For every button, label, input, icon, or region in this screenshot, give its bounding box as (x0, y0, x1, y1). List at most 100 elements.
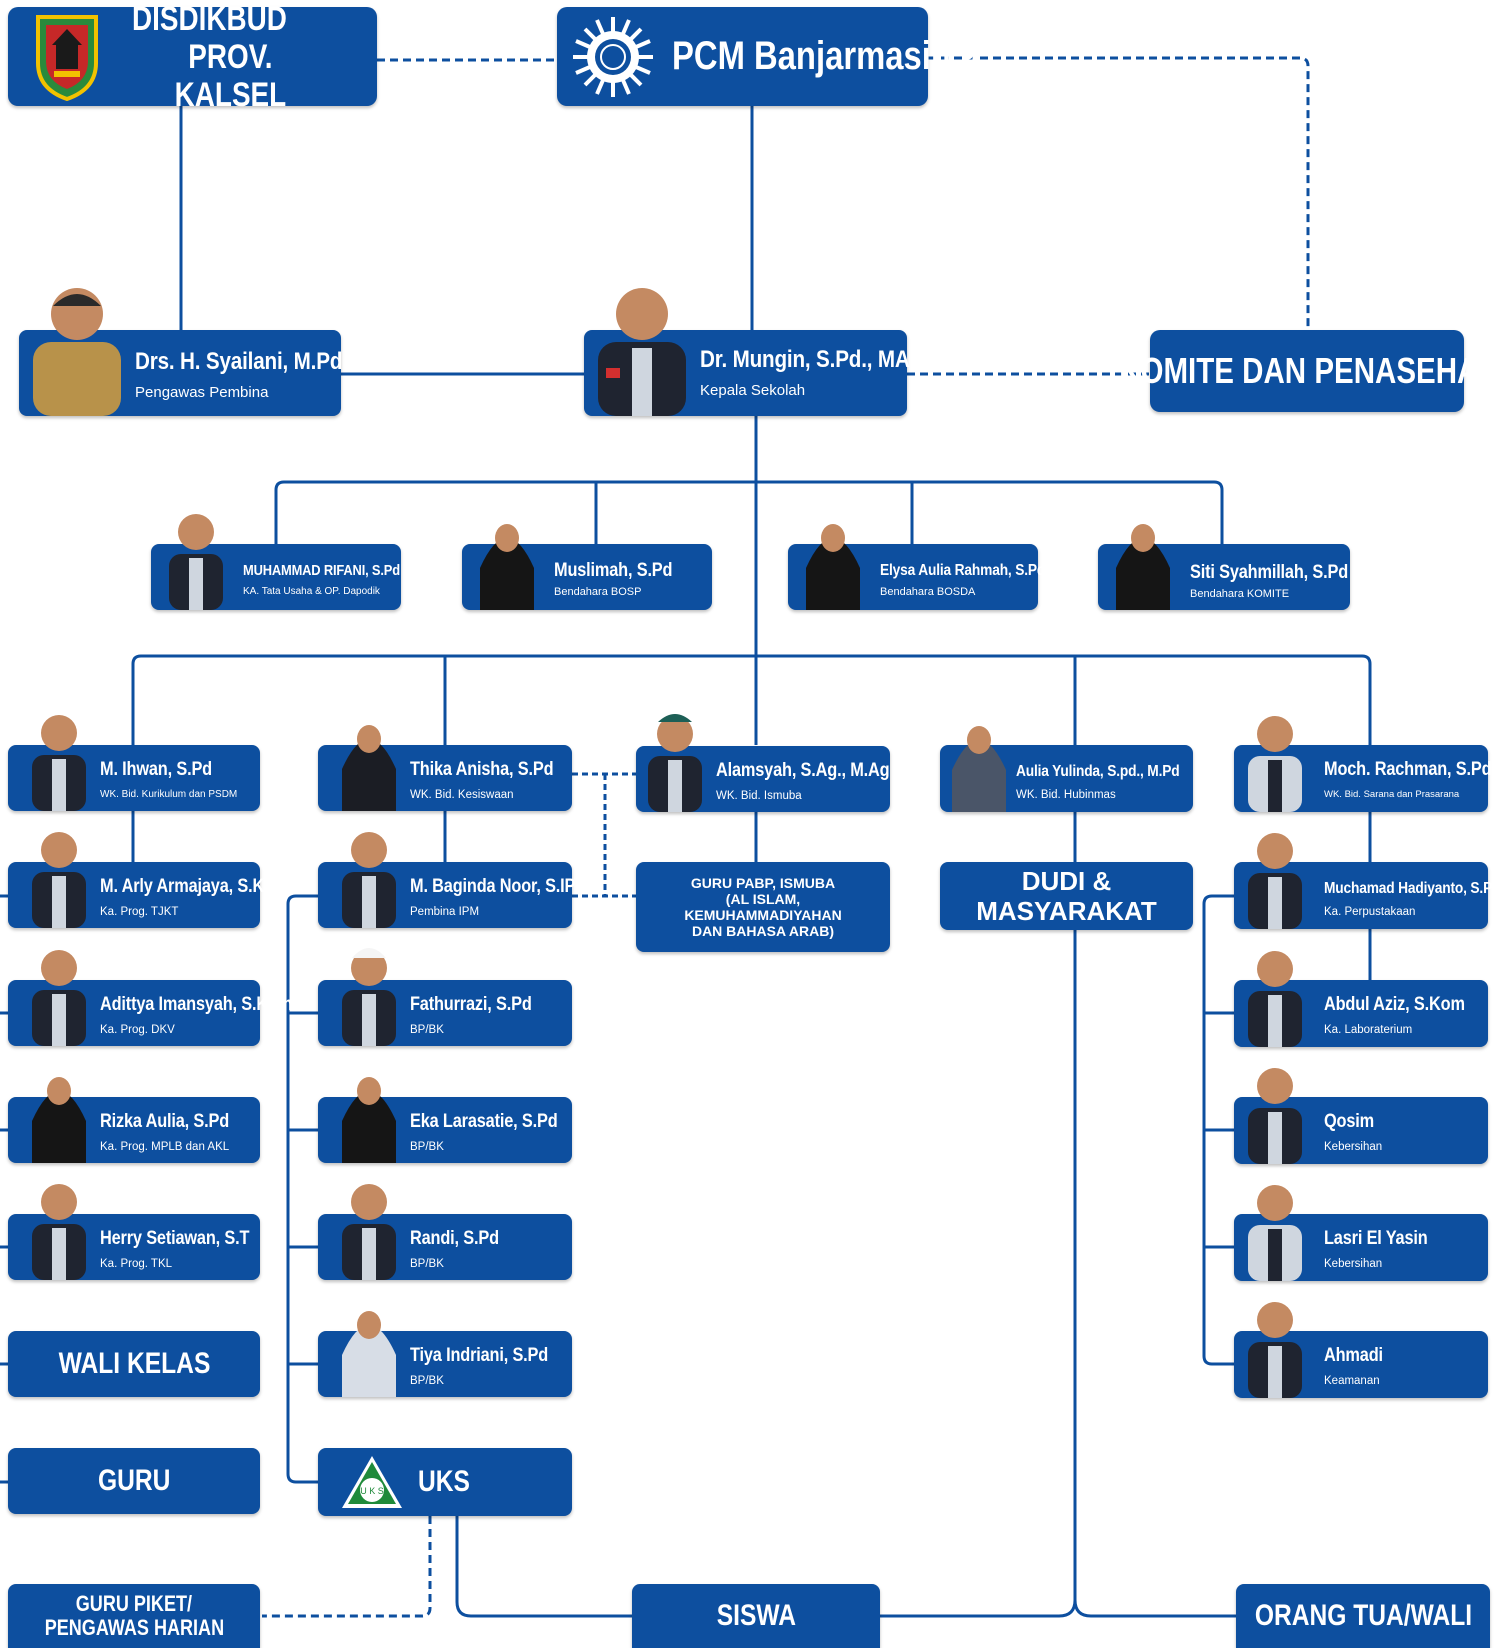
col1-card-arly: M. Arly Armajaya, S.Kom Ka. Prog. TJKT (8, 832, 289, 928)
staff-card-muslimah: Muslimah, S.Pd Bendahara BOSP (462, 524, 712, 610)
pengawas-name: Drs. H. Syailani, M.Pd (135, 348, 343, 375)
col5-card-lasri: Lasri El Yasin Kebersihan (1234, 1185, 1488, 1281)
guru-piket-box: GURU PIKET/ PENGAWAS HARIAN (8, 1584, 260, 1648)
col1-card-adittya: Adittya Imansyah, S.Kom Ka. Prog. DKV (8, 950, 292, 1046)
col2-role: BP/BK (410, 1258, 444, 1270)
col2-card-eka: Eka Larasatie, S.Pd BP/BK (318, 1077, 572, 1163)
uks-box: U K S UKS (318, 1448, 572, 1516)
col5-card-aziz: Abdul Aziz, S.Kom Ka. Laboraterium (1234, 951, 1488, 1047)
col5-role: Kebersihan (1324, 1141, 1383, 1153)
siti-photo-icon (1116, 524, 1170, 610)
pengawas-card: Drs. H. Syailani, M.Pd Pengawas Pembina (19, 288, 343, 416)
col2-card-tiya: Tiya Indriani, S.Pd BP/BK (318, 1311, 572, 1397)
person-photo-icon (32, 715, 86, 811)
staff-card-siti: Siti Syahmillah, S.Pd Bendahara KOMITE (1098, 524, 1350, 610)
col5-role: Ka. Laboraterium (1324, 1024, 1413, 1036)
guru-box: GURU (8, 1448, 260, 1514)
disdikbud-title: DISDIKBUD (132, 0, 287, 38)
col5-name: Abdul Aziz, S.Kom (1324, 994, 1465, 1015)
kalsel-emblem-icon (36, 15, 98, 101)
guru-piket-label: GURU PIKET/ (75, 1591, 193, 1616)
col1-name: Rizka Aulia, S.Pd (100, 1111, 230, 1132)
kepsek-photo-icon (598, 288, 686, 416)
person-photo-icon (342, 832, 396, 928)
col2-name: Eka Larasatie, S.Pd (410, 1111, 558, 1132)
pengawas-role: Pengawas Pembina (135, 384, 269, 401)
rifani-photo-icon (169, 514, 223, 610)
col5-name: Lasri El Yasin (1324, 1228, 1428, 1249)
col4-card-aulia: Aulia Yulinda, S.pd., M.Pd WK. Bid. Hubi… (940, 726, 1193, 812)
col4-role: WK. Bid. Hubinmas (1016, 789, 1116, 801)
col5-card-ahmadi: Ahmadi Keamanan (1234, 1302, 1488, 1398)
person-photo-icon (1248, 951, 1302, 1047)
uks-logo-letters: U K S (360, 1486, 384, 1496)
col1-card-rizka: Rizka Aulia, S.Pd Ka. Prog. MPLB dan AKL (8, 1077, 260, 1163)
col1-card-herry: Herry Setiawan, S.T Ka. Prog. TKL (8, 1184, 260, 1280)
col5-role: WK. Bid. Sarana dan Prasarana (1324, 789, 1460, 800)
col2-card-thika: Thika Anisha, S.Pd WK. Bid. Kesiswaan (318, 725, 572, 811)
staff-role: Bendahara KOMITE (1190, 588, 1290, 600)
guru-label: GURU (97, 1464, 171, 1497)
col2-name: Tiya Indriani, S.Pd (410, 1345, 549, 1366)
guru-pabp-line: DAN BAHASA ARAB) (691, 923, 835, 939)
col1-role: Ka. Prog. DKV (100, 1024, 175, 1036)
elysa-photo-icon (806, 524, 860, 610)
guru-pabp-line: GURU PABP, ISMUBA (690, 875, 836, 891)
komite-box: KOMITE DAN PENASEHAT (1119, 330, 1495, 412)
col1-name: M. Arly Armajaya, S.Kom (100, 876, 289, 897)
col5-card-qosim: Qosim Kebersihan (1234, 1068, 1488, 1164)
wali-kelas-box: WALI KELAS (8, 1331, 260, 1397)
staff-name: MUHAMMAD RIFANI, S.Pd (243, 562, 400, 579)
pcm-box: PCM Banjarmasin 9 (557, 7, 978, 106)
person-photo-icon (342, 1184, 396, 1280)
dudi-box: DUDI & MASYARAKAT (940, 862, 1193, 930)
person-photo-icon (342, 725, 396, 811)
dudi-label: DUDI & (1021, 866, 1112, 896)
col5-role: Ka. Perpustakaan (1324, 906, 1416, 918)
person-photo-icon (32, 1184, 86, 1280)
wali-kelas-label: WALI KELAS (58, 1347, 210, 1380)
pengawas-photo-icon (33, 288, 121, 416)
siswa-box: SISWA (632, 1584, 880, 1648)
pcm-title: PCM Banjarmasin 9 (672, 34, 979, 78)
person-photo-icon (1248, 1068, 1302, 1164)
orang-tua-label: ORANG TUA/WALI (1254, 1599, 1472, 1632)
person-photo-icon (342, 1311, 396, 1397)
person-photo-icon (1248, 833, 1302, 929)
person-photo-icon (1248, 716, 1302, 812)
col5-name: Moch. Rachman, S.Pd (1324, 759, 1492, 780)
col1-role: Ka. Prog. TKL (100, 1258, 173, 1270)
orang-tua-box: ORANG TUA/WALI (1236, 1584, 1490, 1648)
col1-role: WK. Bid. Kurikulum dan PSDM (100, 789, 238, 800)
muhammadiyah-sun-icon (573, 17, 653, 97)
col2-role: BP/BK (410, 1024, 444, 1036)
guru-pabp-line: KEMUHAMMADIYAHAN (684, 907, 842, 923)
person-photo-icon (1248, 1302, 1302, 1398)
disdikbud-box: DISDIKBUD PROV. KALSEL (8, 0, 377, 114)
staff-name: Elysa Aulia Rahmah, S.Pd (880, 562, 1046, 579)
muslimah-photo-icon (480, 524, 534, 610)
col1-card-ihwan: M. Ihwan, S.Pd WK. Bid. Kurikulum dan PS… (8, 715, 260, 811)
staff-role: KA. Tata Usaha & OP. Dapodik (243, 586, 380, 597)
person-photo-icon (1248, 1185, 1302, 1281)
staff-role: Bendahara BOSP (554, 586, 642, 598)
komite-title: KOMITE DAN PENASEHAT (1119, 350, 1495, 391)
person-photo-icon (952, 726, 1006, 812)
kepsek-role: Kepala Sekolah (700, 382, 806, 399)
disdikbud-subtitle: PROV. KALSEL (174, 38, 287, 114)
col1-role: Ka. Prog. TJKT (100, 906, 179, 918)
col3-card-alamsyah: Alamsyah, S.Ag., M.Ag WK. Bid. Ismuba (636, 714, 890, 812)
person-photo-icon (32, 950, 86, 1046)
col5-card-hadiyanto: Muchamad Hadiyanto, S.Pd Ka. Perpustakaa… (1234, 833, 1500, 929)
pengawas-harian-label: PENGAWAS HARIAN (44, 1615, 224, 1640)
col5-card-rachman: Moch. Rachman, S.Pd WK. Bid. Sarana dan … (1234, 716, 1492, 812)
col3-name: Alamsyah, S.Ag., M.Ag (716, 760, 890, 781)
col5-role: Keamanan (1324, 1375, 1380, 1387)
col2-name: Thika Anisha, S.Pd (410, 759, 554, 780)
person-photo-icon (342, 1077, 396, 1163)
staff-role: Bendahara BOSDA (880, 586, 976, 598)
staff-name: Siti Syahmillah, S.Pd (1190, 562, 1349, 583)
guru-pabp-box: GURU PABP, ISMUBA (AL ISLAM, KEMUHAMMADI… (636, 862, 890, 952)
col1-name: Herry Setiawan, S.T (100, 1228, 250, 1249)
